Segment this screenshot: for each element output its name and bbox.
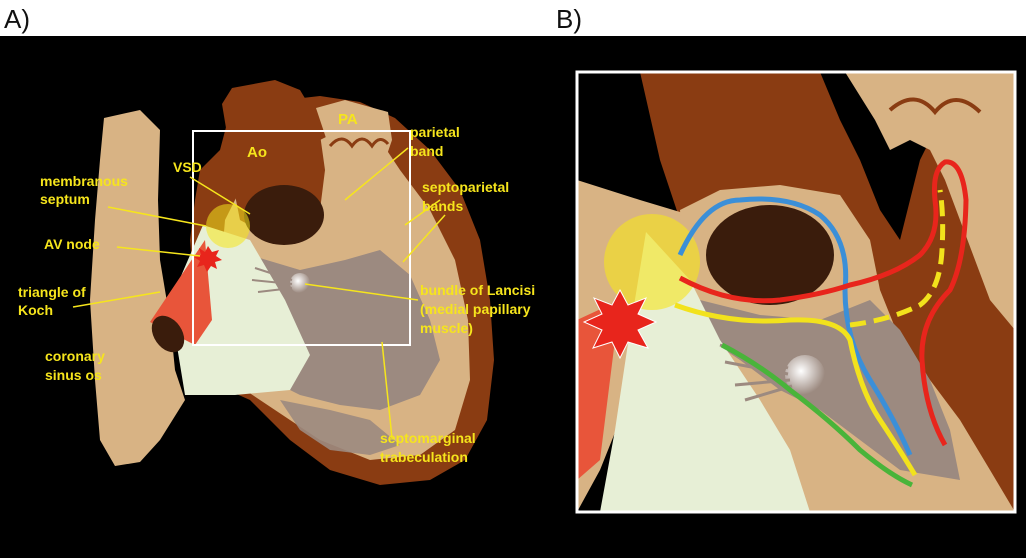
conduction-path-red <box>678 159 969 447</box>
vsd-highlight <box>206 204 250 248</box>
panel-b-illustration <box>577 72 1015 512</box>
conduction-path-yellow-dashed <box>849 189 946 328</box>
label-lancisi-2: (medial papillary <box>420 301 531 317</box>
pa-valve-magnified <box>888 97 982 116</box>
conduction-path-green <box>720 342 914 488</box>
label-membranous-septum-1: membranous <box>40 173 128 189</box>
av-node-marker <box>194 246 222 272</box>
left-tissue-column <box>90 110 185 466</box>
label-septoparietal-2: bands <box>422 198 463 214</box>
papillary-muscle-magnified <box>785 355 825 395</box>
pa-tissue-magnified <box>845 72 1015 330</box>
av-node-marker-magnified <box>582 288 658 360</box>
label-ao: Ao <box>247 144 267 161</box>
label-triangle-of-koch-2: Koch <box>18 302 53 318</box>
lower-trabeculation <box>280 400 400 455</box>
vsd-highlight-magnified <box>604 214 700 310</box>
aortic-lumen-magnified <box>706 205 834 305</box>
label-parietal-band-2: band <box>410 143 443 159</box>
panel-b-letter: B) <box>556 4 582 34</box>
label-av-node: AV node <box>44 236 100 252</box>
label-pa: PA <box>338 111 358 128</box>
label-triangle-of-koch-1: triangle of <box>18 284 86 300</box>
conduction-path-blue <box>677 196 913 456</box>
label-septomarginal-2: trabeculation <box>380 449 468 465</box>
label-lancisi-3: muscle) <box>420 320 473 336</box>
magnification-box <box>192 130 411 346</box>
pulmonary-artery <box>316 100 392 235</box>
label-septomarginal-1: septomarginal <box>380 430 476 446</box>
triangle-of-koch-magnified <box>577 300 620 480</box>
panel-a-letter: A) <box>4 4 30 34</box>
label-lancisi-1: bundle of Lancisi <box>420 282 535 298</box>
label-membranous-septum-2: septum <box>40 191 90 207</box>
septal-band-magnified <box>700 300 960 480</box>
label-parietal-band-1: parietal <box>410 124 460 140</box>
aortic-cavity <box>244 185 324 245</box>
pulmonary-valve <box>328 137 390 149</box>
panel-a-illustration <box>90 80 494 485</box>
label-vsd: VSD <box>173 159 202 175</box>
panel-a-leader-lines <box>72 147 446 439</box>
chordae-a <box>251 267 293 293</box>
panel-b-frame <box>575 70 1017 514</box>
label-coronary-sinus-1: coronary <box>45 348 105 364</box>
label-coronary-sinus-2: sinus os <box>45 367 102 383</box>
coronary-sinus-os <box>151 315 185 353</box>
conduction-path-yellow <box>674 302 918 477</box>
label-septoparietal-1: septoparietal <box>422 179 509 195</box>
papillary-muscle <box>290 273 310 293</box>
panel-a-labels: PA Ao VSD membranous septum AV node tria… <box>18 111 535 465</box>
